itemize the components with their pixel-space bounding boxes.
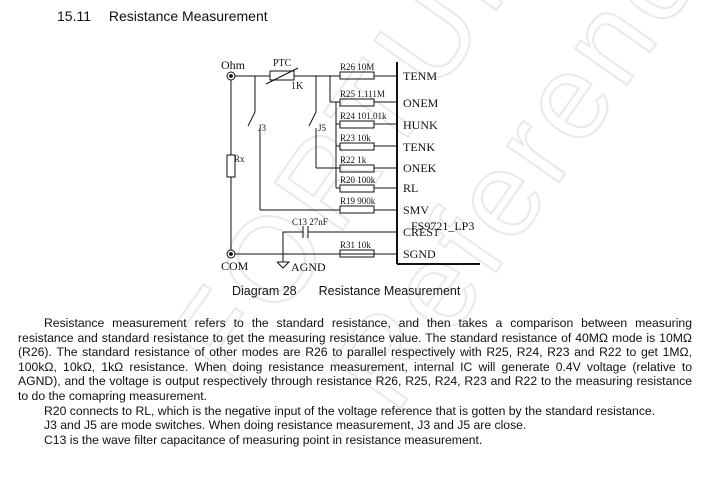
resistor-label-r20: R20 100k <box>340 175 376 185</box>
pin-label-tenm: TENM <box>403 69 437 83</box>
ohm-label: Ohm <box>221 58 246 72</box>
agnd-label: AGND <box>291 260 326 274</box>
pin-label-onek: ONEK <box>403 161 437 175</box>
rx-label: Rx <box>234 154 245 164</box>
pin-label-cres1: CRES1 <box>403 225 439 239</box>
pin-label-sgnd: SGND <box>403 247 436 261</box>
body-text: Resistance measurement refers to the sta… <box>18 316 692 447</box>
pin-label-hunk: HUNK <box>403 118 438 132</box>
circuit-diagram: Ohm PTC 1K J3 J5 Rx COM AGND C13 27nF FS… <box>221 58 480 274</box>
resistor-label-r24: R24 101.01k <box>340 111 387 121</box>
j5-label: J5 <box>318 123 327 133</box>
pin-label-smv: SMV <box>403 203 429 217</box>
caption-title: Resistance Measurement <box>318 284 461 298</box>
section-title: Resistance Measurement <box>108 8 268 24</box>
section-number: 15.11 <box>57 8 91 24</box>
section-heading: 15.11 Resistance Measurement <box>57 8 268 24</box>
resistor-label-r22: R22 1k <box>340 155 367 165</box>
resistor-label-r31: R31 10k <box>340 240 371 250</box>
paragraph-4: C13 is the wave filter capacitance of me… <box>44 432 483 447</box>
com-label: COM <box>221 259 249 273</box>
paragraph-2: R20 connects to RL, which is the negativ… <box>44 403 656 418</box>
caption-number: Diagram 28 <box>232 284 297 298</box>
diagram-caption: Diagram 28 Resistance Measurement <box>232 284 460 298</box>
c13-label: C13 27nF <box>292 217 328 227</box>
paragraph-1: Resistance measurement refers to the sta… <box>18 316 692 403</box>
j3-label: J3 <box>258 123 267 133</box>
pin-label-onem: ONEM <box>403 96 439 110</box>
resistor-label-r25: R25 1.111M <box>340 89 385 99</box>
resistor-label-r26: R26 10M <box>340 62 374 72</box>
resistor-label-r19: R19 900k <box>340 196 376 206</box>
pin-label-tenk: TENK <box>403 140 435 154</box>
pin-label-rl: RL <box>403 181 418 195</box>
chip-label: FS9721_LP3 <box>411 219 474 233</box>
ptc-value-label: 1K <box>291 81 304 92</box>
paragraph-3: J3 and J5 are mode switches. When doing … <box>44 418 527 433</box>
ptc-label: PTC <box>273 58 292 69</box>
resistor-label-r23: R23 10k <box>340 133 371 143</box>
